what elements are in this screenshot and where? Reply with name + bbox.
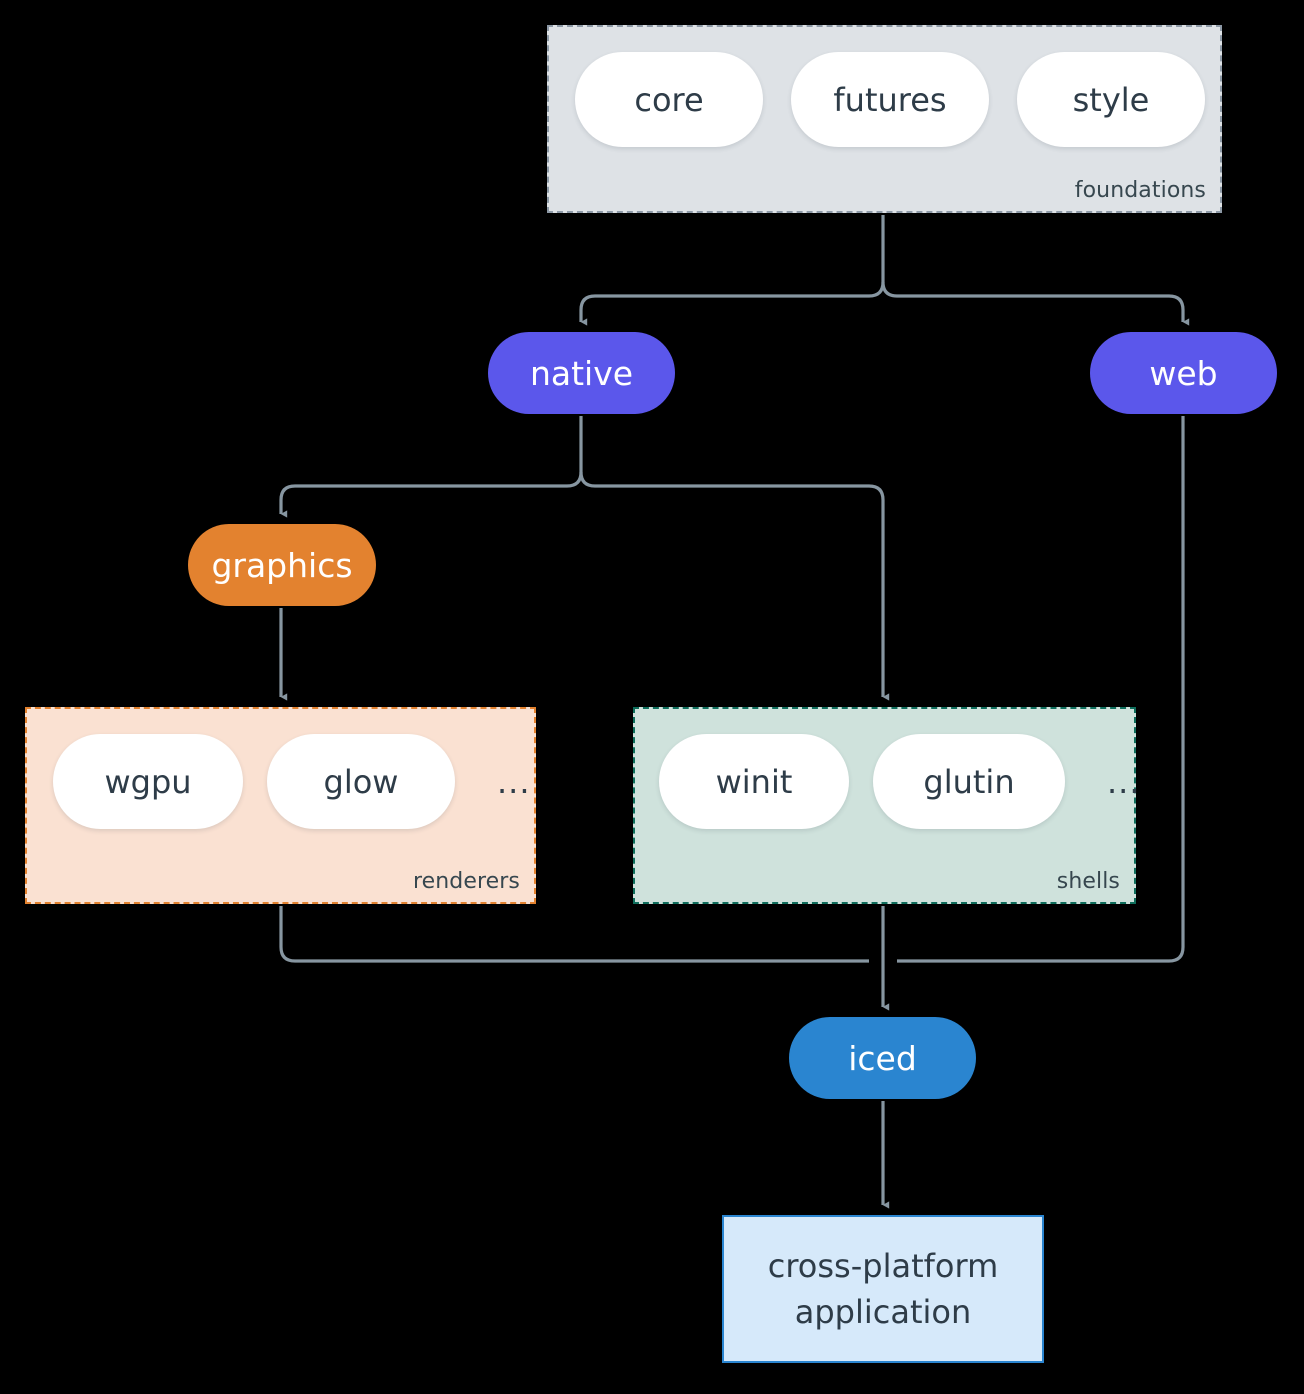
edge-renderers-to-iced xyxy=(279,906,869,963)
pill-glutin[interactable]: glutin xyxy=(873,734,1065,829)
pill-futures[interactable]: futures xyxy=(791,52,989,147)
edge-native-to-shells xyxy=(579,471,890,701)
node-native[interactable]: native xyxy=(488,332,675,414)
group-label-renderers: renderers xyxy=(412,869,520,894)
pill-wgpu[interactable]: wgpu xyxy=(53,734,243,829)
node-web[interactable]: web xyxy=(1090,332,1277,414)
foundations-pill-row: core futures style xyxy=(575,52,1205,147)
node-graphics[interactable]: graphics xyxy=(188,524,376,606)
pill-style[interactable]: style xyxy=(1017,52,1205,147)
group-label-foundations: foundations xyxy=(1074,178,1206,203)
edge-foundations-to-web xyxy=(881,281,1190,326)
edge-native-to-graphics xyxy=(279,471,583,518)
group-label-shells: shells xyxy=(1056,869,1120,894)
pill-core[interactable]: core xyxy=(575,52,763,147)
shells-ellipsis: ... xyxy=(1107,762,1141,801)
node-cross-platform-application[interactable]: cross-platform application xyxy=(722,1215,1044,1363)
pill-glow[interactable]: glow xyxy=(267,734,455,829)
group-shells: winit glutin ... shells xyxy=(633,707,1140,904)
group-renderers: wgpu glow ... renderers xyxy=(25,707,536,904)
application-line-2: application xyxy=(794,1293,972,1331)
group-foundations: core futures style foundations xyxy=(547,25,1222,213)
renderers-pill-row: wgpu glow ... xyxy=(53,734,531,829)
application-line-1: cross-platform xyxy=(767,1246,999,1285)
renderers-ellipsis: ... xyxy=(497,762,531,801)
node-iced[interactable]: iced xyxy=(789,1017,976,1099)
edge-foundations-to-native xyxy=(579,281,885,326)
pill-winit[interactable]: winit xyxy=(659,734,849,829)
shells-pill-row: winit glutin ... xyxy=(659,734,1141,829)
